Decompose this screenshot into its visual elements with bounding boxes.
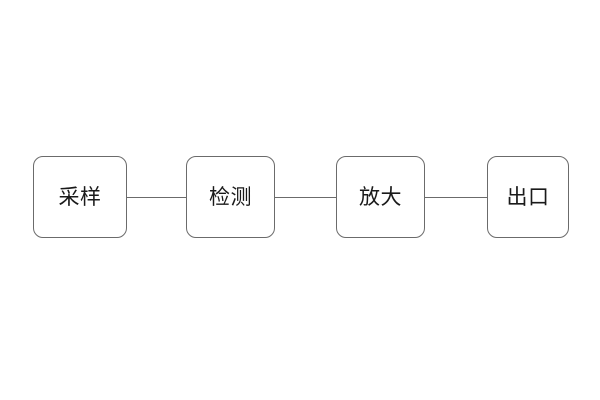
flow-node-amplify[interactable]: 放大 bbox=[336, 156, 425, 238]
connector-amplify-to-output bbox=[425, 197, 487, 199]
flow-node-label: 采样 bbox=[58, 184, 102, 209]
flow-node-sampling[interactable]: 采样 bbox=[33, 156, 127, 238]
flow-node-output[interactable]: 出口 bbox=[487, 156, 569, 238]
connector-sampling-to-detection bbox=[127, 197, 186, 199]
flow-node-detection[interactable]: 检测 bbox=[186, 156, 275, 238]
flow-node-label: 放大 bbox=[359, 184, 402, 209]
flow-node-label: 出口 bbox=[506, 184, 550, 209]
connector-detection-to-amplify bbox=[275, 197, 336, 199]
flow-node-label: 检测 bbox=[209, 184, 252, 209]
